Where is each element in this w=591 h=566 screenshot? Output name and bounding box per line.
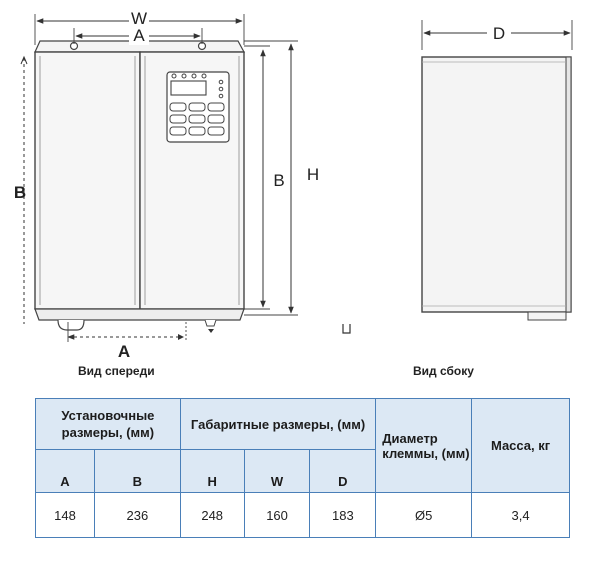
- header-mounting-dimensions: Установочные размеры, (мм): [35, 398, 181, 450]
- header-overall-dimensions: Габаритные размеры, (мм): [179, 398, 377, 450]
- cell-h: 248: [179, 492, 245, 538]
- side-view-caption: Вид сбоку: [413, 364, 474, 378]
- terminal-symbol-icon: [342, 324, 351, 334]
- front-view: [34, 40, 246, 331]
- cell-a: 148: [35, 492, 95, 538]
- dim-label-w: W: [131, 9, 147, 28]
- dim-label-h: H: [307, 165, 319, 184]
- dim-label-a-top: A: [133, 26, 145, 45]
- side-body: [421, 56, 572, 313]
- keypad-panel: [166, 71, 230, 143]
- front-dimensions: W A B B H A: [14, 9, 324, 361]
- table-row: 148 236 248 160 183 Ø5 3,4: [35, 492, 570, 538]
- cell-d: 183: [309, 492, 377, 538]
- dim-label-a-bottom: A: [118, 342, 130, 361]
- header-terminal-diameter: Диаметр клеммы, (мм): [375, 398, 473, 493]
- mounting-slot-bottom-right: [204, 319, 217, 327]
- front-base: [34, 308, 245, 321]
- display-window: [170, 80, 207, 96]
- side-foot: [527, 311, 567, 321]
- dim-label-b-left: B: [14, 183, 26, 202]
- dimension-drawing: W A B B H A: [14, 9, 573, 361]
- mounting-slot-bottom-left: [57, 319, 85, 331]
- header-col-d: D: [309, 449, 377, 493]
- header-col-h: H: [179, 449, 245, 493]
- cell-terminal-diameter: Ø5: [375, 492, 473, 538]
- header-col-a: A: [35, 449, 95, 493]
- dim-label-d: D: [493, 24, 505, 43]
- front-left-panel: [34, 51, 141, 310]
- header-mass: Масса, кг: [471, 398, 570, 493]
- cell-mass: 3,4: [471, 492, 570, 538]
- side-dimensions: D: [421, 20, 573, 50]
- cell-w: 160: [243, 492, 311, 538]
- dimensions-table: Установочные размеры, (мм) Габаритные ра…: [35, 398, 570, 538]
- side-view: [342, 56, 572, 334]
- front-view-caption: Вид спереди: [78, 364, 155, 378]
- header-col-b: B: [93, 449, 181, 493]
- header-col-w: W: [243, 449, 311, 493]
- cell-b: 236: [93, 492, 181, 538]
- dim-label-b-right: B: [273, 171, 284, 190]
